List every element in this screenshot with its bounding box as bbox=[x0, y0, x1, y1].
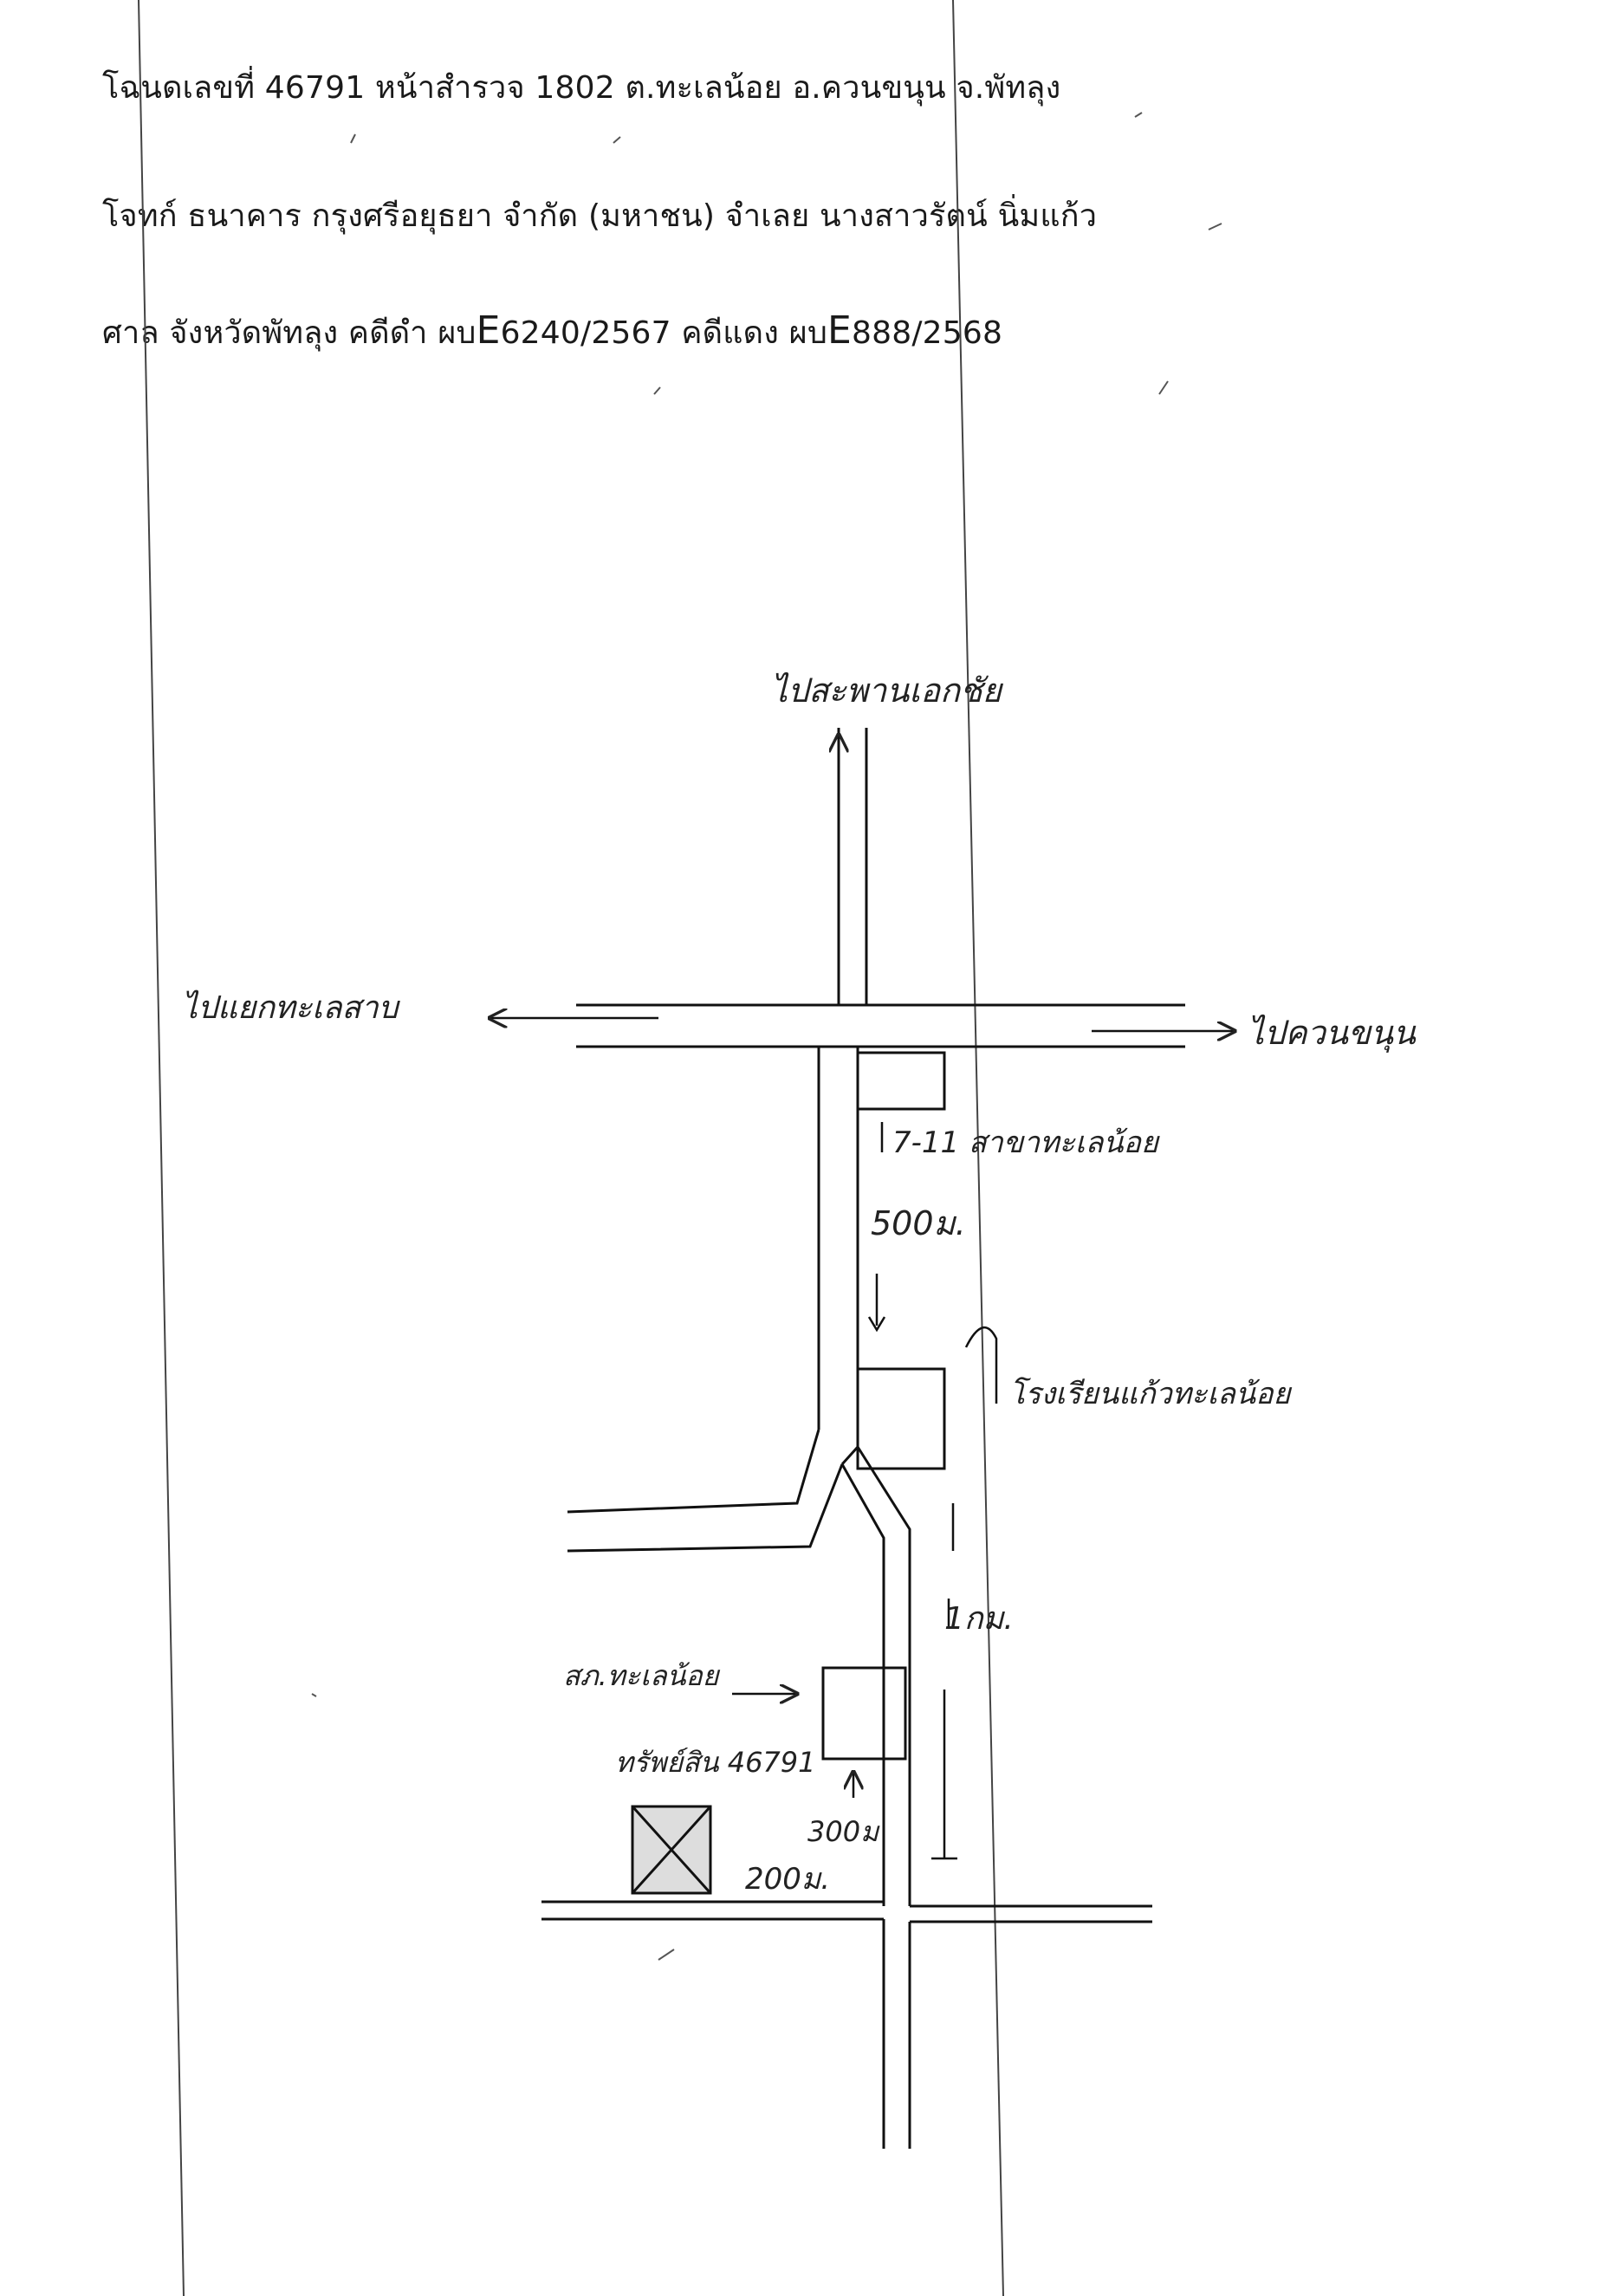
black-case-number: 6240/2567 คดีแดง ผบ bbox=[500, 315, 827, 351]
case-letter-a: E bbox=[476, 308, 501, 353]
label-distance-200m: 200ม. bbox=[745, 1862, 830, 1897]
label-to-thale-sap-junction: ไปแยกทะเลสาบ bbox=[182, 989, 401, 1026]
red-case-number: 888/2568 bbox=[852, 315, 1003, 351]
case-letter-b: E bbox=[827, 308, 853, 353]
property-marker bbox=[631, 1805, 712, 1895]
deed-info-line: โฉนดเลขที่ 46791 หน้าสำรวจ 1802 ต.ทะเลน้… bbox=[102, 70, 1061, 106]
label-distance-300m: 300ม bbox=[807, 1815, 880, 1848]
label-to-khuan-khanun: ไปควนขนุน bbox=[1248, 1014, 1417, 1053]
direction-arrows bbox=[490, 735, 1235, 1031]
scan-lines bbox=[138, 0, 1004, 2296]
school-bracket bbox=[964, 1326, 998, 1404]
label-to-ekachai-bridge: ไปสะพานเอกชัย bbox=[771, 671, 1004, 710]
school-building bbox=[856, 1367, 946, 1470]
parties-line: โจทก์ ธนาคาร กรุงศรีอยุธยา จำกัด (มหาชน)… bbox=[102, 198, 1098, 234]
label-property: ทรัพย์สิน 46791 bbox=[615, 1746, 816, 1779]
label-distance-1km: 1กม. bbox=[944, 1601, 1014, 1637]
label-school: โรงเรียนแก้วทะเลน้อย bbox=[1009, 1377, 1293, 1411]
label-distance-500m: 500ม. bbox=[871, 1204, 966, 1242]
road-network bbox=[541, 728, 1185, 2149]
police-station-building bbox=[821, 1666, 907, 1761]
scan-specks bbox=[311, 112, 1222, 1961]
court-case-prefix: ศาล จังหวัดพัทลุง คดีดำ ผบ bbox=[102, 315, 477, 351]
label-seven-eleven: 7-11 สาขาทะเลน้อย bbox=[892, 1125, 1160, 1160]
label-police-station: สภ.ทะเลน้อย bbox=[563, 1659, 721, 1692]
court-case-line: ศาล จังหวัดพัทลุง คดีดำ ผบE6240/2567 คดี… bbox=[102, 308, 1002, 357]
seven-eleven-building bbox=[856, 1051, 946, 1111]
distance-markers bbox=[732, 1122, 957, 1860]
